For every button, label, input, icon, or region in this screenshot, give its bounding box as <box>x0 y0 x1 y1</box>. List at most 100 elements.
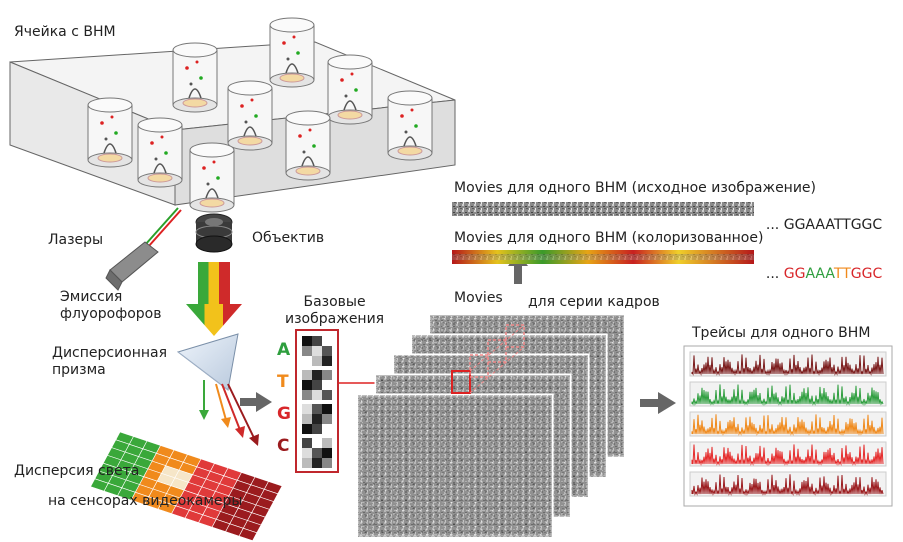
sequence-letter: A <box>825 266 834 282</box>
lasers-label: Лазеры <box>48 232 104 248</box>
base-letter-a: A <box>277 340 291 360</box>
movie-frame <box>356 393 554 539</box>
base-image-pixel <box>322 404 332 414</box>
trace-line <box>691 444 884 466</box>
base-image-pixel <box>322 438 332 448</box>
base-image-pixel <box>302 458 312 468</box>
zmw-well <box>172 42 218 113</box>
base-image-pixel <box>322 356 332 366</box>
base-letter-t: T <box>277 372 289 392</box>
base-image-pixel <box>322 370 332 380</box>
base-image-pixel <box>302 414 312 424</box>
base-image-pixel <box>312 336 322 346</box>
laser-device <box>105 207 182 291</box>
base-image-pixel <box>302 424 312 434</box>
zoom-boxes <box>451 324 525 394</box>
sequence-raw-prefix: ... <box>765 217 784 233</box>
arrow-to-base-images <box>240 392 272 412</box>
objective-lens <box>195 213 233 253</box>
sequence-letter: G <box>850 266 862 282</box>
zmw-well <box>269 17 315 88</box>
movies-series-prefix: Movies <box>454 290 503 306</box>
base-image-pixel <box>312 448 322 458</box>
zmw-well <box>227 80 273 151</box>
sequence-letter: T <box>833 266 843 282</box>
movie-frame-stack <box>356 313 626 539</box>
sensor-pixel <box>238 527 258 541</box>
zmw-well <box>327 54 373 125</box>
zmw-well <box>387 90 433 161</box>
base-image-pixel <box>322 414 332 424</box>
emission-label: Эмиссия флуорофоров <box>60 289 162 322</box>
base-image-pixel <box>312 380 322 390</box>
base-image-pixel <box>322 458 332 468</box>
sequence-letter: A <box>815 266 826 282</box>
zmw-well <box>87 97 133 168</box>
base-image-pixel <box>302 390 312 400</box>
dispersed-rays <box>199 380 259 446</box>
movies-series-suffix: для серии кадров <box>528 294 660 310</box>
zmw-well <box>285 110 331 181</box>
dispersion-label: Дисперсия света <box>14 463 140 479</box>
traces-panel <box>683 345 893 507</box>
movie-strip-raw <box>452 202 754 216</box>
sequence-color-prefix: ... <box>765 266 784 282</box>
base-image-pixel <box>302 448 312 458</box>
base-image-pixel <box>312 356 322 366</box>
dispersion-prism <box>176 333 239 391</box>
trace-line <box>691 354 884 376</box>
base-image-pixel <box>312 458 322 468</box>
emission-beam-arrow <box>186 262 242 336</box>
base-images-strip <box>295 329 339 473</box>
base-image-pixel <box>322 336 332 346</box>
movies-raw-title: Movies для одного ВНМ (исходное изображе… <box>454 180 817 196</box>
base-image-pixel <box>302 336 312 346</box>
sequence-raw-text: GGAAATTGGC <box>783 217 883 233</box>
base-letter-c: C <box>277 436 290 456</box>
base-image-pixel <box>302 356 312 366</box>
sequence-letter: G <box>783 266 795 282</box>
prism-label: Дисперсионная призма <box>52 345 168 378</box>
base-image-pixel <box>302 438 312 448</box>
sequence-letter: A <box>805 266 816 282</box>
base-image-pixel <box>312 414 322 424</box>
base-image-pixel <box>322 390 332 400</box>
zmw-wells <box>87 17 433 213</box>
trace-line <box>691 384 884 406</box>
traces-title: Трейсы для одного ВНМ <box>692 325 871 341</box>
base-image-pixel <box>322 346 332 356</box>
sequence-letter: T <box>842 266 851 282</box>
base-image-pixel <box>302 404 312 414</box>
trace-line <box>691 474 884 496</box>
sequence-color-letters: GGAAATTGGC <box>784 266 883 282</box>
sequence-colorized: ... GGAAATTGGC <box>757 250 882 282</box>
base-image-pixel <box>312 404 322 414</box>
base-images-label: Базовые изображения <box>285 294 385 327</box>
base-image-pixel <box>312 370 322 380</box>
sequence-letter: G <box>861 266 873 282</box>
sequence-letter: C <box>872 266 883 282</box>
sensors-label: на сенсорах видеокамеры <box>48 493 243 509</box>
base-image-pixel <box>312 424 322 434</box>
base-image-pixel <box>322 380 332 390</box>
camera-sensor-grid <box>90 431 283 541</box>
trace-line <box>691 414 884 436</box>
objective-label: Объектив <box>252 230 325 246</box>
base-image-pixel <box>312 390 322 400</box>
base-letter-g: G <box>277 404 291 424</box>
movies-color-title: Movies для одного ВНМ (колоризованное) <box>454 230 764 246</box>
sequence-raw: ... GGAAATTGGC <box>757 201 882 233</box>
base-image-pixel <box>312 346 322 356</box>
base-image-pixel <box>302 380 312 390</box>
base-image-pixel <box>302 346 312 356</box>
zmw-well <box>137 117 183 188</box>
base-image-pixel <box>312 438 322 448</box>
zmw-well <box>189 142 235 213</box>
sequence-letter: G <box>794 266 806 282</box>
arrow-to-traces <box>640 392 676 414</box>
base-image-pixel <box>322 424 332 434</box>
base-image-pixel <box>302 370 312 380</box>
base-image-pixel <box>322 448 332 458</box>
cell-title: Ячейка с ВНМ <box>14 24 116 40</box>
